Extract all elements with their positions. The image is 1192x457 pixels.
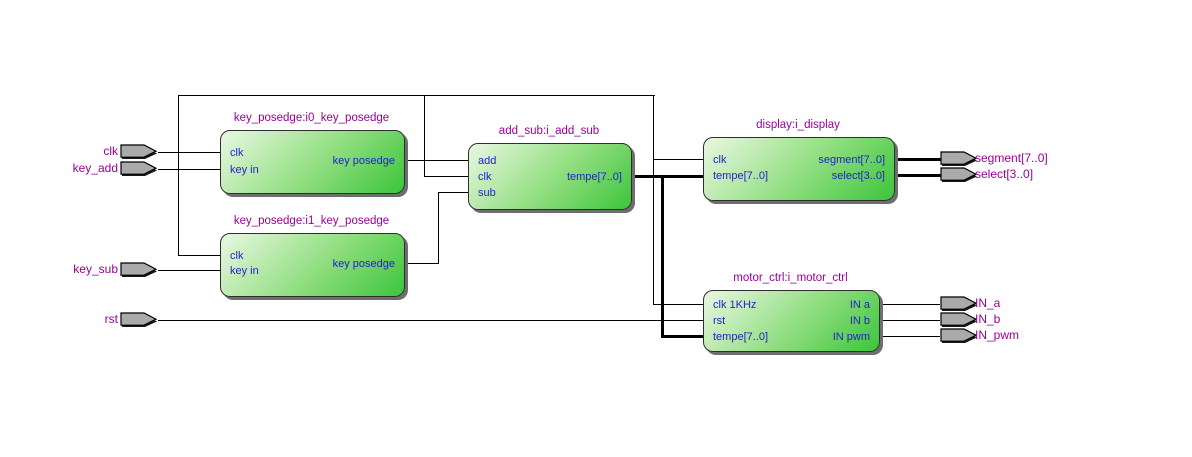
- port-display-tempe: tempe[7..0]: [713, 170, 769, 182]
- input-pin-label-key-sub: key_sub: [73, 262, 118, 276]
- input-pin-label-clk: clk: [103, 144, 118, 158]
- output-pin-in-a[interactable]: [940, 296, 978, 311]
- input-pin-rst[interactable]: [120, 312, 158, 327]
- port-motor-rst: rst: [713, 315, 726, 327]
- wire-key-sub: [158, 270, 220, 271]
- output-pin-segment[interactable]: [940, 151, 978, 166]
- block-title-i0-key-posedge: key_posedge:i0_key_posedge: [233, 112, 390, 124]
- output-pin-arrow-icon: [940, 296, 978, 311]
- port-i0-key-in: key in: [230, 164, 259, 176]
- output-pin-label-in-pwm: IN_pwm: [975, 328, 1020, 342]
- output-pin-in-pwm[interactable]: [940, 328, 978, 343]
- port-addsub-add: add: [478, 155, 497, 167]
- output-pin-arrow-icon: [940, 328, 978, 343]
- port-i0-clk: clk: [230, 147, 244, 159]
- wire-i1-out-v: [438, 192, 439, 264]
- block-i1-key-posedge[interactable]: clk key in key posedge: [220, 233, 405, 297]
- wire-clk-into-addsub: [424, 176, 468, 177]
- output-pin-select[interactable]: [940, 167, 978, 182]
- input-pin-label-key-add: key_add: [72, 161, 118, 175]
- input-pin-arrow-icon: [120, 312, 158, 327]
- port-motor-tempe: tempe[7..0]: [713, 331, 769, 343]
- wire-in-a-out: [878, 304, 940, 305]
- input-pin-arrow-icon: [120, 262, 158, 277]
- output-pin-arrow-icon: [940, 151, 978, 166]
- wire-clk-riser: [178, 95, 179, 256]
- bus-tempe-branch-v: [661, 175, 664, 338]
- block-title-i1-key-posedge: key_posedge:i1_key_posedge: [233, 215, 390, 227]
- port-display-select: select[3..0]: [831, 170, 885, 182]
- port-addsub-sub: sub: [478, 187, 496, 199]
- block-i0-key-posedge[interactable]: clk key in key posedge: [220, 130, 405, 194]
- bus-tempe-to-display: [630, 175, 703, 178]
- wire-clk-into-motor: [653, 304, 703, 305]
- wire-clk-drop-right: [653, 95, 654, 305]
- port-i0-key-posedge: key posedge: [332, 155, 395, 167]
- input-pin-key-add[interactable]: [120, 161, 158, 176]
- wire-clk-top-rail: [178, 95, 655, 96]
- bus-select-out: [893, 174, 941, 177]
- output-pin-label-segment: segment[7..0]: [975, 151, 1048, 165]
- block-display[interactable]: clk tempe[7..0] segment[7..0] select[3..…: [703, 137, 895, 201]
- input-pin-arrow-icon: [120, 161, 158, 176]
- output-pin-label-in-a: IN_a: [975, 296, 1001, 310]
- wire-in-b-out: [878, 320, 940, 321]
- wire-i1-out-to-sub: [438, 192, 468, 193]
- output-pin-label-in-b: IN_b: [975, 312, 1001, 326]
- port-i1-key-posedge: key posedge: [332, 258, 395, 270]
- input-pin-clk[interactable]: [120, 144, 158, 159]
- input-pin-arrow-icon: [120, 144, 158, 159]
- output-pin-arrow-icon: [940, 167, 978, 182]
- port-i1-clk: clk: [230, 250, 244, 262]
- port-motor-clk-1khz: clk 1KHz: [713, 299, 757, 311]
- port-display-clk: clk: [713, 154, 727, 166]
- wire-clk-into-i1: [178, 255, 220, 256]
- wire-clk-drop-addsub: [424, 95, 425, 177]
- wire-clk-into-display: [653, 159, 703, 160]
- wire-clk-pin-to-i0: [158, 152, 220, 153]
- port-motor-in-b: IN b: [849, 315, 870, 327]
- wire-in-pwm-out: [878, 336, 940, 337]
- port-motor-in-pwm: IN pwm: [832, 331, 870, 343]
- port-i1-key-in: key in: [230, 265, 259, 277]
- bus-tempe-to-motor: [661, 335, 703, 338]
- block-add-sub[interactable]: add clk sub tempe[7..0]: [468, 143, 632, 210]
- output-pin-label-select: select[3..0]: [975, 167, 1034, 181]
- port-motor-in-a: IN a: [849, 299, 870, 311]
- block-title-display: display:i_display: [756, 119, 840, 131]
- wire-i0-out-to-add: [403, 160, 468, 161]
- wire-rst: [158, 320, 703, 321]
- bus-segment-out: [893, 158, 941, 161]
- port-addsub-tempe: tempe[7..0]: [566, 171, 622, 183]
- port-addsub-clk: clk: [478, 171, 492, 183]
- wire-key-add: [158, 169, 220, 170]
- port-display-segment: segment[7..0]: [818, 154, 885, 166]
- output-pin-in-b[interactable]: [940, 312, 978, 327]
- block-title-add-sub: add_sub:i_add_sub: [498, 125, 600, 137]
- input-pin-key-sub[interactable]: [120, 262, 158, 277]
- block-motor-ctrl[interactable]: clk 1KHz rst tempe[7..0] IN a IN b IN pw…: [703, 290, 880, 352]
- input-pin-label-rst: rst: [104, 312, 118, 326]
- output-pin-arrow-icon: [940, 312, 978, 327]
- block-title-motor-ctrl: motor_ctrl:i_motor_ctrl: [733, 272, 848, 284]
- wire-i1-out-h: [403, 263, 438, 264]
